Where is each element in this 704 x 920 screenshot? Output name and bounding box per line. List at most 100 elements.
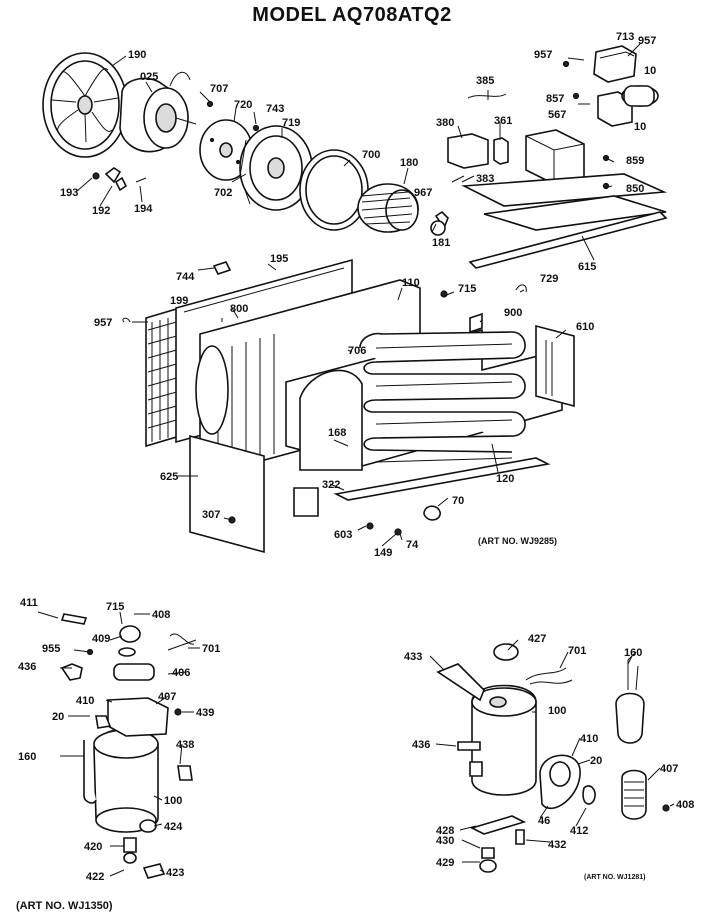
- callout-385: 385: [476, 75, 494, 87]
- callout-428: 428: [436, 825, 454, 837]
- callout-701-b: 701: [568, 645, 586, 657]
- callout-859: 859: [626, 155, 644, 167]
- callout-025: 025: [140, 71, 158, 83]
- callout-408-b: 408: [676, 799, 694, 811]
- callout-610: 610: [576, 321, 594, 333]
- fan-motor: [119, 71, 197, 153]
- art-number-right: (ART NO. WJ1281): [584, 874, 646, 881]
- callout-160: 160: [18, 751, 36, 763]
- callout-707: 707: [210, 83, 228, 95]
- callout-407: 407: [158, 691, 176, 703]
- callout-900: 900: [504, 307, 522, 319]
- callout-743: 743: [266, 103, 284, 115]
- callout-307: 307: [202, 509, 220, 521]
- misc-main-hardware: [122, 261, 527, 536]
- callout-424: 424: [164, 821, 183, 833]
- fan-blade: [42, 52, 128, 158]
- callout-713: 713: [616, 31, 634, 43]
- compressor-left: [60, 613, 197, 879]
- callout-322: 322: [322, 479, 340, 491]
- callout-10-b: 10: [634, 121, 646, 133]
- callout-74: 74: [406, 539, 419, 551]
- callout-149: 149: [374, 547, 392, 559]
- callout-436-b: 436: [412, 739, 430, 751]
- callout-110: 110: [402, 277, 420, 289]
- callout-409: 409: [92, 633, 110, 645]
- callout-100-b: 100: [548, 705, 566, 717]
- callout-412: 412: [570, 825, 588, 837]
- callout-800: 800: [230, 303, 248, 315]
- callout-192: 192: [92, 205, 110, 217]
- callout-361: 361: [494, 115, 512, 127]
- callout-567: 567: [548, 109, 566, 121]
- callout-957-b: 957: [638, 35, 656, 47]
- callout-857: 857: [546, 93, 564, 105]
- blower-plate: [239, 125, 313, 211]
- callout-729: 729: [540, 273, 558, 285]
- callout-603: 603: [334, 529, 352, 541]
- callout-615: 615: [578, 261, 596, 273]
- callout-labels: 190 025 707 720 743 719 700 180 702 193 …: [18, 31, 694, 883]
- callout-408: 408: [152, 609, 170, 621]
- callout-420: 420: [84, 841, 102, 853]
- callout-955: 955: [42, 643, 60, 655]
- callout-10-a: 10: [644, 65, 656, 77]
- callout-439: 439: [196, 707, 214, 719]
- callout-410: 410: [76, 695, 94, 707]
- mounting-bracket: [535, 324, 575, 408]
- base-rail: [293, 457, 551, 517]
- callout-120: 120: [496, 473, 514, 485]
- compressor-right: [436, 643, 670, 873]
- callout-160-b: 160: [624, 647, 642, 659]
- model-title: MODEL AQ708ATQ2: [252, 4, 452, 26]
- callout-850: 850: [626, 183, 644, 195]
- callout-744: 744: [176, 271, 195, 283]
- callout-957-a: 957: [534, 49, 552, 61]
- callout-195: 195: [270, 253, 288, 265]
- callout-429: 429: [436, 857, 454, 869]
- callout-430: 430: [436, 835, 454, 847]
- callout-168: 168: [328, 427, 346, 439]
- callout-427: 427: [528, 633, 546, 645]
- callout-957-c: 957: [94, 317, 112, 329]
- screw-hardware: [430, 175, 465, 236]
- callout-436: 436: [18, 661, 36, 673]
- callout-100: 100: [164, 795, 182, 807]
- callout-410-b: 410: [580, 733, 598, 745]
- control-box-cover: [189, 434, 265, 554]
- art-number-left: (ART NO. WJ1350): [16, 900, 113, 912]
- callout-20-b: 20: [590, 755, 602, 767]
- callout-706: 706: [348, 345, 366, 357]
- callout-719: 719: [282, 117, 300, 129]
- callout-423: 423: [166, 867, 184, 879]
- callout-407-b: 407: [660, 763, 678, 775]
- callout-411: 411: [20, 597, 38, 609]
- callout-70: 70: [452, 495, 464, 507]
- callout-190: 190: [128, 49, 146, 61]
- blower-wheel: [357, 183, 419, 233]
- callout-194: 194: [134, 203, 153, 215]
- callout-967: 967: [414, 187, 432, 199]
- callout-180: 180: [400, 157, 418, 169]
- callout-433: 433: [404, 651, 422, 663]
- callout-199: 199: [170, 295, 188, 307]
- callout-422: 422: [86, 871, 104, 883]
- callout-702: 702: [214, 187, 232, 199]
- callout-406: 406: [172, 667, 190, 679]
- callout-720: 720: [234, 99, 252, 111]
- condenser-coil: [359, 331, 526, 463]
- callout-181: 181: [432, 237, 450, 249]
- callout-20: 20: [52, 711, 64, 723]
- control-components: [447, 45, 668, 269]
- callout-701: 701: [202, 643, 220, 655]
- callout-700: 700: [362, 149, 380, 161]
- art-number-main: (ART NO. WJ9285): [478, 536, 558, 546]
- callout-380: 380: [436, 117, 454, 129]
- callout-383: 383: [476, 173, 494, 185]
- callout-715-b: 715: [106, 601, 124, 613]
- callout-193: 193: [60, 187, 78, 199]
- motor-hardware: [92, 100, 260, 192]
- callout-46: 46: [538, 815, 550, 827]
